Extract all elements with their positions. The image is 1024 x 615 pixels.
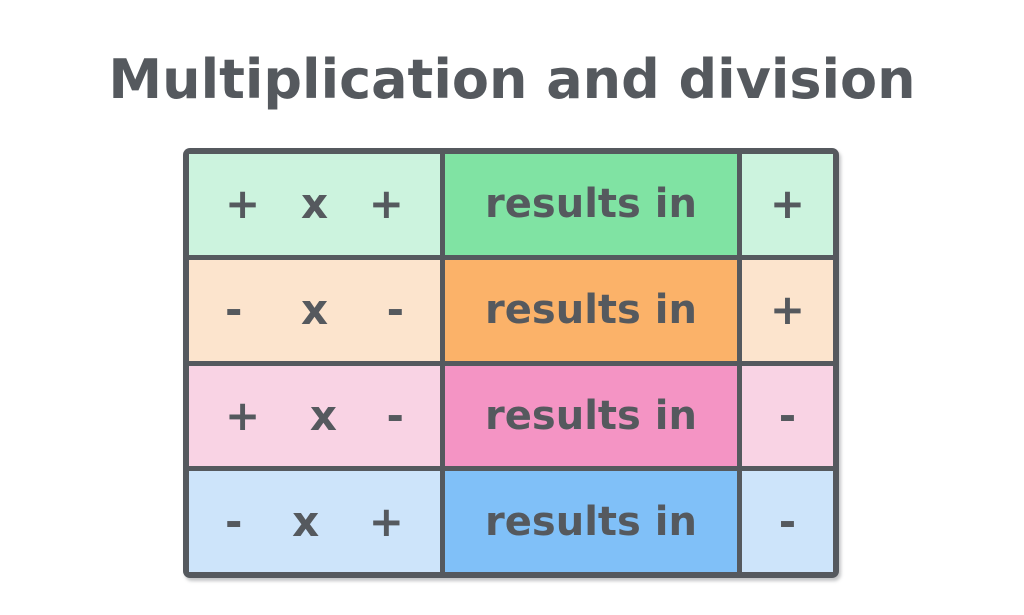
result-sign: - — [778, 496, 797, 546]
operand-b: - — [386, 390, 404, 440]
operands-cell: + x - — [189, 365, 440, 467]
multiply-operator: x — [300, 179, 329, 229]
result-cell: - — [742, 471, 833, 572]
multiply-operator: x — [292, 496, 320, 546]
results-in-cell: results in — [445, 154, 737, 255]
result-cell: + — [742, 259, 833, 361]
result-cell: + — [742, 154, 833, 255]
operand-b: - — [386, 285, 404, 335]
results-in-label: results in — [485, 181, 697, 228]
operand-a: - — [225, 285, 243, 335]
result-sign: + — [769, 285, 806, 335]
results-in-cell: results in — [445, 471, 737, 572]
sign-rules-table: + x + results in + - x - results in + + … — [183, 148, 839, 578]
multiply-operator: x — [309, 390, 337, 440]
results-in-cell: results in — [445, 259, 737, 361]
operands-cell: + x + — [189, 154, 440, 255]
operand-a: + — [225, 179, 261, 229]
results-in-label: results in — [485, 392, 697, 439]
results-in-label: results in — [485, 287, 697, 334]
multiply-operator: x — [300, 285, 329, 335]
result-cell: - — [742, 365, 833, 467]
operand-b: + — [368, 179, 404, 229]
operand-a: - — [225, 496, 243, 546]
page-title: Multiplication and division — [108, 48, 916, 111]
operands-cell: - x + — [189, 471, 440, 572]
operand-a: + — [225, 390, 261, 440]
operands-cell: - x - — [189, 259, 440, 361]
result-sign: - — [778, 390, 797, 440]
operand-b: + — [368, 496, 404, 546]
results-in-label: results in — [485, 498, 697, 545]
result-sign: + — [769, 179, 806, 229]
results-in-cell: results in — [445, 365, 737, 467]
